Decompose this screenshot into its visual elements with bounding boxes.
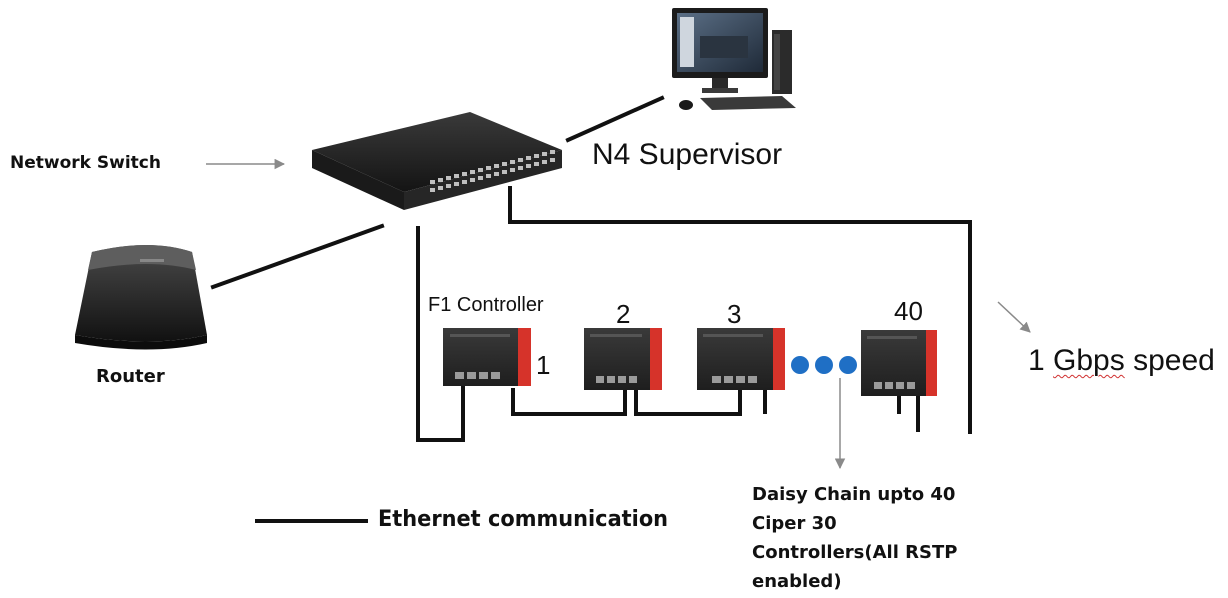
controller-icon: [584, 328, 662, 390]
supervisor-label: N4 Supervisor: [592, 138, 783, 171]
daisy-chain-label: Daisy Chain upto 40 Ciper 30 Controllers…: [752, 480, 957, 596]
router-icon: [75, 245, 207, 350]
daisy-chain-line-3: Controllers(All RSTP: [752, 542, 958, 563]
desktop-pc-icon: [672, 8, 796, 110]
controller-number-3: 3: [727, 299, 742, 329]
cable-switch-to-router: [210, 223, 385, 290]
controller-icon: [443, 328, 531, 386]
chain-dot: [815, 356, 833, 374]
chain-dot: [791, 356, 809, 374]
router-label: Router: [96, 366, 165, 387]
cable-switch-to-f1: [416, 226, 465, 442]
chain-ellipsis: [791, 356, 857, 374]
network-switch-label: Network Switch: [10, 153, 161, 173]
cable-switch-to-pc: [565, 95, 665, 143]
f1-controller-label: F1 Controller: [428, 294, 544, 316]
chain-dot: [839, 356, 857, 374]
daisy-chain-line-4: enabled): [752, 571, 842, 592]
speed-label: 1 Gbps speed: [1028, 344, 1215, 378]
daisy-chain-line-2: Ciper 30: [752, 513, 837, 534]
speed-pointer-arrow: [997, 301, 1031, 333]
daisy-chain-line-1: Daisy Chain upto 40: [752, 484, 956, 505]
controller-icon: [697, 328, 785, 414]
cables: [210, 95, 972, 442]
speed-suffix: speed: [1124, 344, 1215, 377]
controller-number-40: 40: [894, 296, 923, 326]
network-switch-icon: [312, 112, 562, 210]
cable-chain-2-3: [634, 388, 742, 416]
speed-prefix: 1: [1028, 344, 1054, 377]
cable-chain-1-2: [511, 388, 627, 416]
legend-ethernet-label: Ethernet communication: [378, 507, 669, 532]
cable-switch-ring-return: [508, 186, 972, 434]
controller-number-1: 1: [536, 350, 551, 380]
speed-unit: Gbps: [1053, 344, 1125, 377]
controller-number-2: 2: [616, 299, 631, 329]
controller-icon: [861, 330, 937, 432]
